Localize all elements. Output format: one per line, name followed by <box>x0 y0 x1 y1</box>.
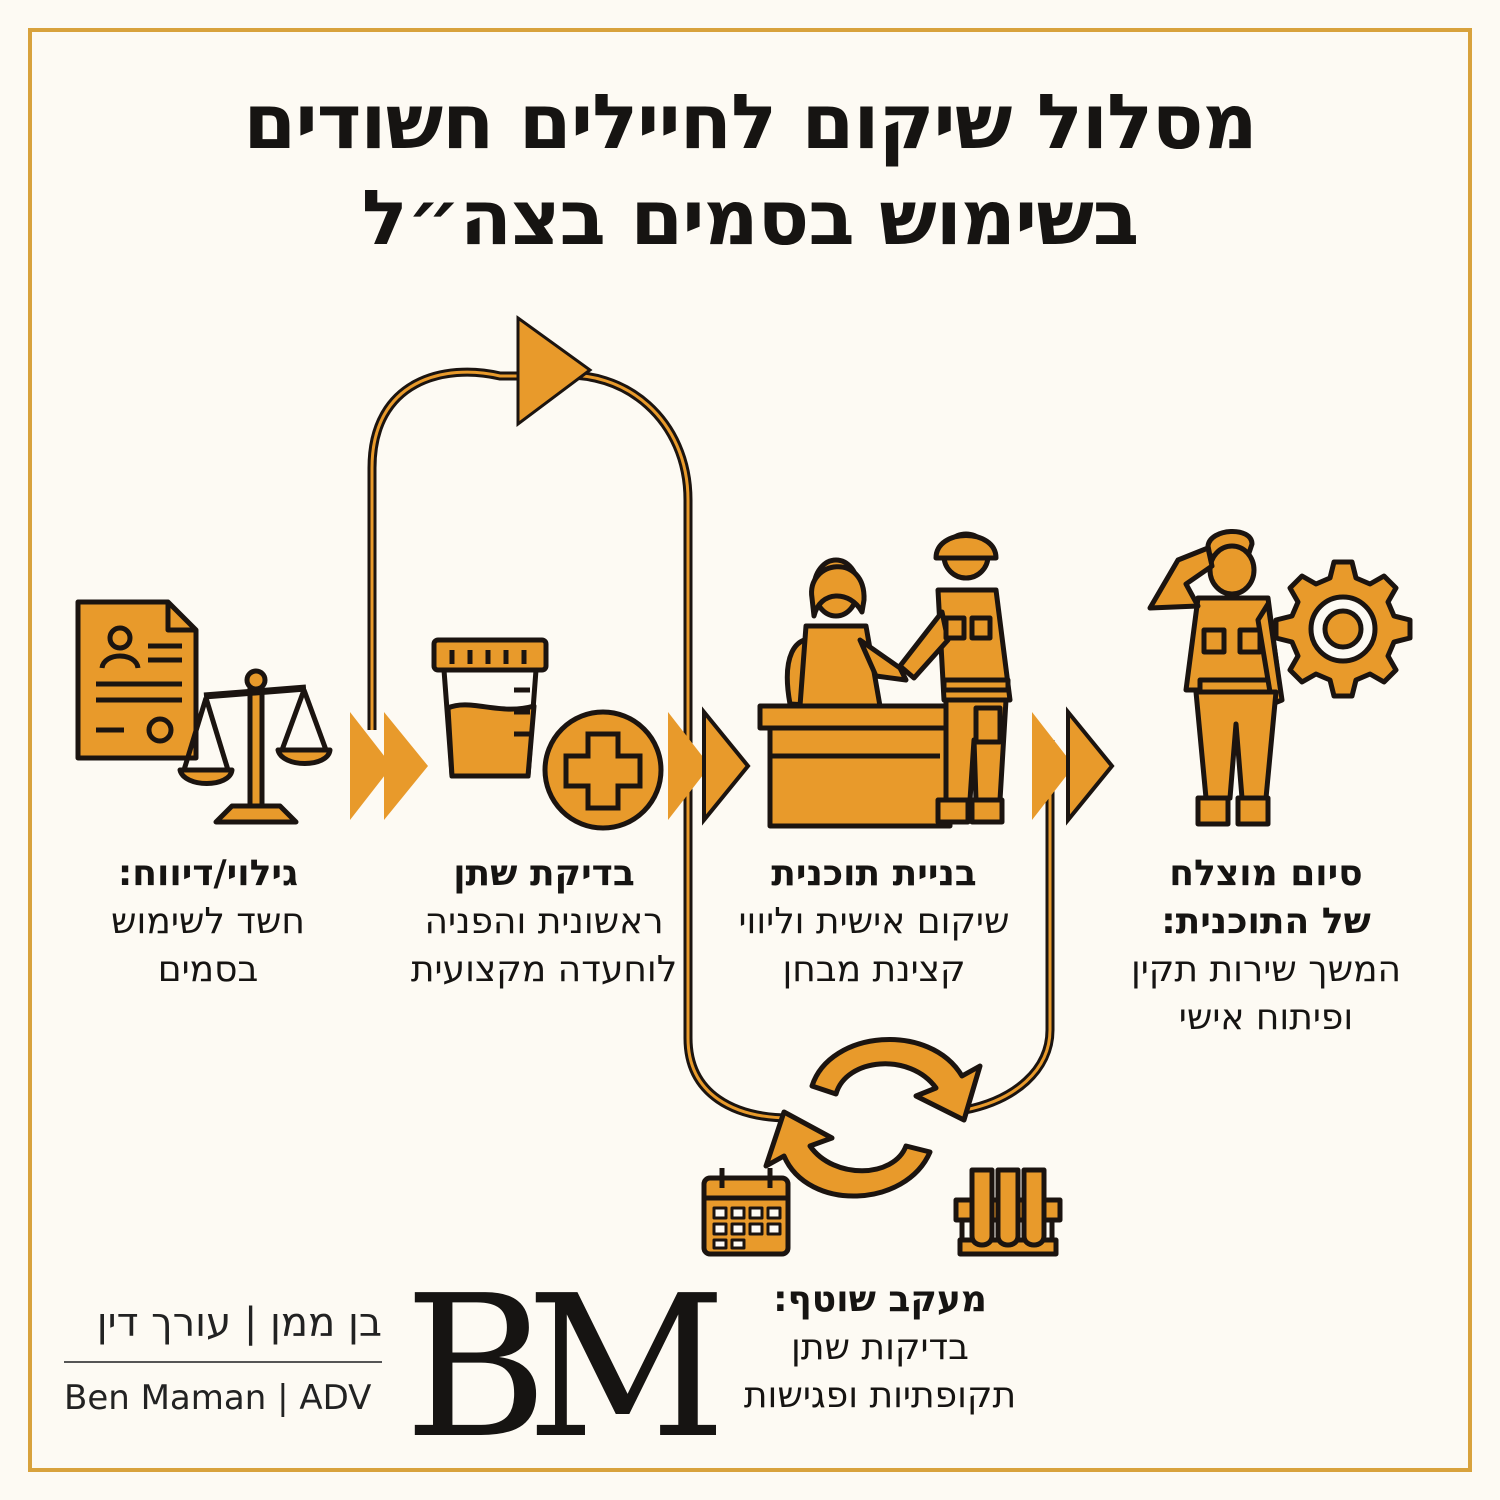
specimen-cup-icon <box>431 637 549 779</box>
title-line-1: מסלול שיקום לחיילים חשודים <box>243 77 1257 166</box>
step-urine-test: בדיקת שתן ראשונית והפניה לוחעדה מקצועית <box>396 850 692 994</box>
test-tubes-icon <box>953 1167 1063 1257</box>
step-plan-heading: בניית תוכנית <box>771 853 977 894</box>
saluting-soldier-icon <box>1147 529 1285 827</box>
arrow-2-icon <box>668 706 751 826</box>
calendar-icon <box>701 1168 791 1257</box>
step-followup-heading: מעקב שוטף: <box>773 1279 987 1320</box>
step-completion-heading: סיום מוצלח של התוכנית: <box>1161 853 1371 942</box>
logo-divider <box>64 1361 382 1363</box>
arrow-3-icon <box>1032 706 1115 826</box>
document-icon <box>75 599 199 761</box>
officer-handshake-icon <box>757 531 1013 829</box>
arrow-top-icon <box>516 315 593 427</box>
step-completion: סיום מוצלח של התוכנית: המשך שירות תקין ו… <box>1096 850 1436 1042</box>
step-detection-heading: גילוי/דיווח: <box>117 853 299 894</box>
step-followup: מעקב שוטף: בדיקות שתן תקופתיות ופגישות <box>700 1276 1060 1420</box>
step-urine-test-description: ראשונית והפניה לוחעדה מקצועית <box>410 901 678 990</box>
step-detection-description: חשד לשימוש בסמים <box>111 901 305 990</box>
logo-english-text: Ben Maman | ADV <box>64 1378 372 1418</box>
title-line-2: בשימוש בסמים בצה״ל <box>361 173 1139 262</box>
logo-mark: BM <box>404 1254 727 1482</box>
step-completion-description: המשך שירות תקין ופיתוח אישי <box>1130 949 1402 1038</box>
gear-icon <box>1273 559 1413 699</box>
medical-cross-icon <box>542 709 664 831</box>
step-urine-test-heading: בדיקת שתן <box>453 853 635 894</box>
step-plan-description: שיקום אישית וליווי קצינת מבחן <box>738 901 1010 990</box>
step-plan: בניית תוכנית שיקום אישית וליווי קצינת מב… <box>706 850 1042 994</box>
gold-frame <box>28 28 1472 1472</box>
step-followup-description: בדיקות שתן תקופתיות ופגישות <box>743 1327 1017 1416</box>
scales-icon <box>177 668 333 825</box>
logo-hebrew-text: בן ממן | עורך דין <box>96 1300 382 1346</box>
step-detection: גילוי/דיווח: חשד לשימוש בסמים <box>58 850 358 994</box>
arrow-1-icon <box>350 712 428 820</box>
cycle-arrows-icon <box>763 1036 983 1199</box>
